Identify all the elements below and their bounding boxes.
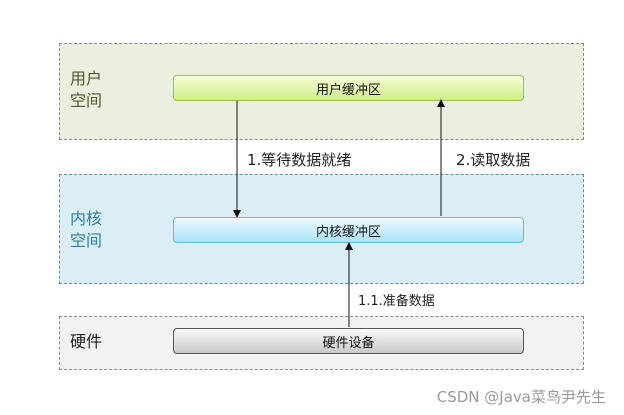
step-wait-label: 1.等待数据就绪 (247, 151, 352, 169)
user-space-label: 用户 空间 (70, 69, 103, 110)
hardware-device-box: 硬件设备 (173, 328, 524, 354)
kernel-space-label: 内核 空间 (70, 209, 103, 250)
watermark-text: CSDN @Java菜鸟尹先生 (436, 388, 606, 406)
user-buffer-box: 用户缓冲区 (173, 75, 524, 101)
step-prepare-label: 1.1.准备数据 (358, 294, 435, 309)
step-read-label: 2.读取数据 (456, 151, 531, 169)
kernel-buffer-box: 内核缓冲区 (173, 217, 524, 243)
hardware-label: 硬件 (70, 332, 103, 351)
